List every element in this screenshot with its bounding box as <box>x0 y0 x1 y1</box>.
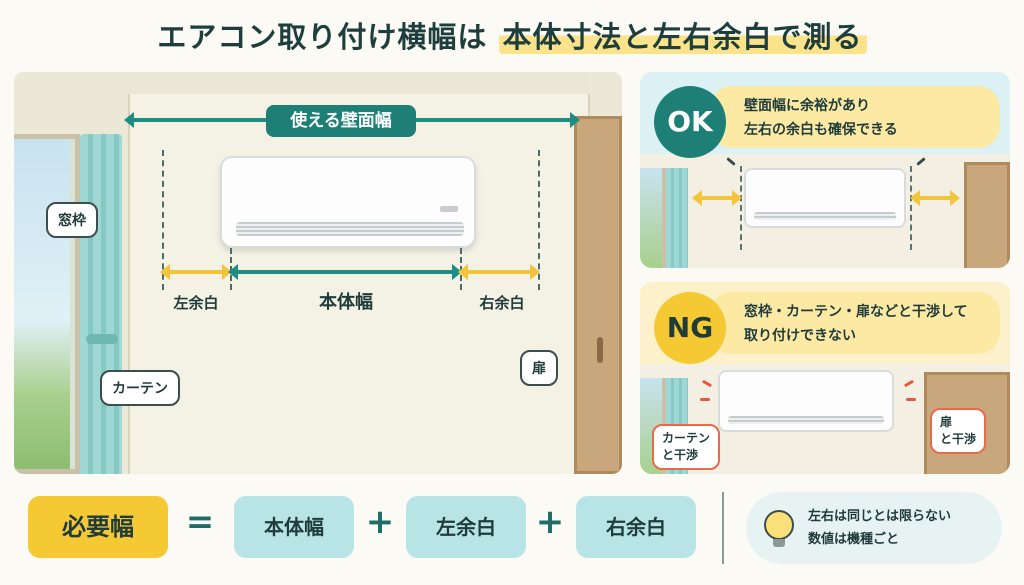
back-wall <box>128 94 590 474</box>
curtain <box>80 134 122 474</box>
note-line2: 数値は機種ごと <box>808 532 900 547</box>
ng-mini-ac <box>718 370 894 432</box>
left-guide-line <box>162 150 164 290</box>
conflict-spark-icon <box>700 398 710 401</box>
ok-message: 壁面幅に余裕があり 左右の余白も確保できる <box>710 86 1000 148</box>
required-width-label: 必要幅 <box>28 496 168 558</box>
ok-message-line2: 左右の余白も確保できる <box>744 122 898 138</box>
ng-message-line1: 窓枠・カーテン・扉などと干渉して <box>744 304 968 320</box>
body-width-label: 本体幅 <box>319 292 373 313</box>
title-part1: エアコン取り付け横幅は <box>157 20 488 54</box>
ac-vent <box>236 222 464 236</box>
divider <box>722 492 724 564</box>
formula-body-width: 本体幅 <box>234 496 354 558</box>
ok-mini-curtain <box>666 168 688 268</box>
air-conditioner-unit <box>220 156 476 248</box>
curtain-conflict-line2: と干渉 <box>662 448 699 462</box>
usable-wall-width-label: 使える壁面幅 <box>266 105 416 137</box>
conflict-spark-icon <box>906 398 916 401</box>
body-width-arrow <box>228 264 462 280</box>
right-guide-line <box>538 150 540 290</box>
ok-left-arrow <box>692 190 742 206</box>
curtain-conflict-line1: カーテン <box>662 431 711 445</box>
ceiling <box>14 72 622 94</box>
ok-mini-window <box>640 168 666 268</box>
window <box>14 134 80 474</box>
lightbulb-icon <box>764 510 794 547</box>
note-line1: 左右は同じとは限らない <box>808 509 952 524</box>
conflict-spark-icon <box>903 379 915 388</box>
window-glass <box>14 139 70 469</box>
equals-sign: = <box>185 502 215 542</box>
ok-right-guide <box>910 166 912 250</box>
ac-badge <box>440 206 458 212</box>
door <box>574 116 622 474</box>
door-conflict-line2: と干渉 <box>940 432 977 446</box>
right-margin-label: 右余白 <box>479 294 525 312</box>
ok-badge: OK <box>654 86 726 158</box>
room-illustration: 使える壁面幅 左余白 本体幅 右余白 窓枠 カーテン 扉 <box>14 72 622 474</box>
plus-sign: + <box>365 502 395 542</box>
ng-message: 窓枠・カーテン・扉などと干渉して 取り付けできない <box>710 292 1000 354</box>
ok-message-line1: 壁面幅に余裕があり <box>744 98 870 114</box>
page-title: エアコン取り付け横幅は 本体寸法と左右余白で測る <box>0 14 1024 54</box>
door-conflict-line1: 扉 <box>940 415 953 429</box>
door-conflict-callout: 扉 と干渉 <box>930 408 987 454</box>
ok-spark-icon <box>916 157 926 166</box>
window-frame-callout: 窓枠 <box>46 202 98 238</box>
formula-left-margin: 左余白 <box>406 496 526 558</box>
door-knob-icon <box>597 337 603 363</box>
curtain-conflict-callout: カーテン と干渉 <box>652 424 721 470</box>
door-callout: 扉 <box>520 350 558 386</box>
title-part2: 本体寸法と左右余白で測る <box>498 20 867 54</box>
note-box: 左右は同じとは限らない 数値は機種ごと <box>746 492 1002 564</box>
curtain-callout: カーテン <box>100 370 180 406</box>
formula-right-margin: 右余白 <box>576 496 696 558</box>
plus-sign: + <box>535 502 565 542</box>
note-text: 左右は同じとは限らない 数値は機種ごと <box>808 505 951 551</box>
conflict-spark-icon <box>701 379 713 388</box>
ng-mini-scene: カーテン と干渉 扉 と干渉 <box>640 364 1010 474</box>
curtain-tieback <box>86 334 118 344</box>
ng-message-line2: 取り付けできない <box>744 328 856 344</box>
left-margin-label: 左余白 <box>173 294 219 312</box>
ok-example-panel: 壁面幅に余裕があり 左右の余白も確保できる OK <box>640 72 1010 268</box>
ok-spark-icon <box>726 157 736 166</box>
ng-badge: NG <box>654 292 726 364</box>
right-margin-arrow <box>458 264 540 280</box>
ng-example-panel: カーテン と干渉 扉 と干渉 窓枠・カーテン・扉などと干渉して 取り付けできない… <box>640 282 1010 474</box>
left-margin-arrow <box>160 264 232 280</box>
ok-mini-ac <box>744 168 906 228</box>
ok-mini-door <box>964 162 1010 268</box>
ok-right-arrow <box>910 190 960 206</box>
ok-left-guide <box>740 166 742 250</box>
ok-mini-scene <box>640 154 1010 268</box>
